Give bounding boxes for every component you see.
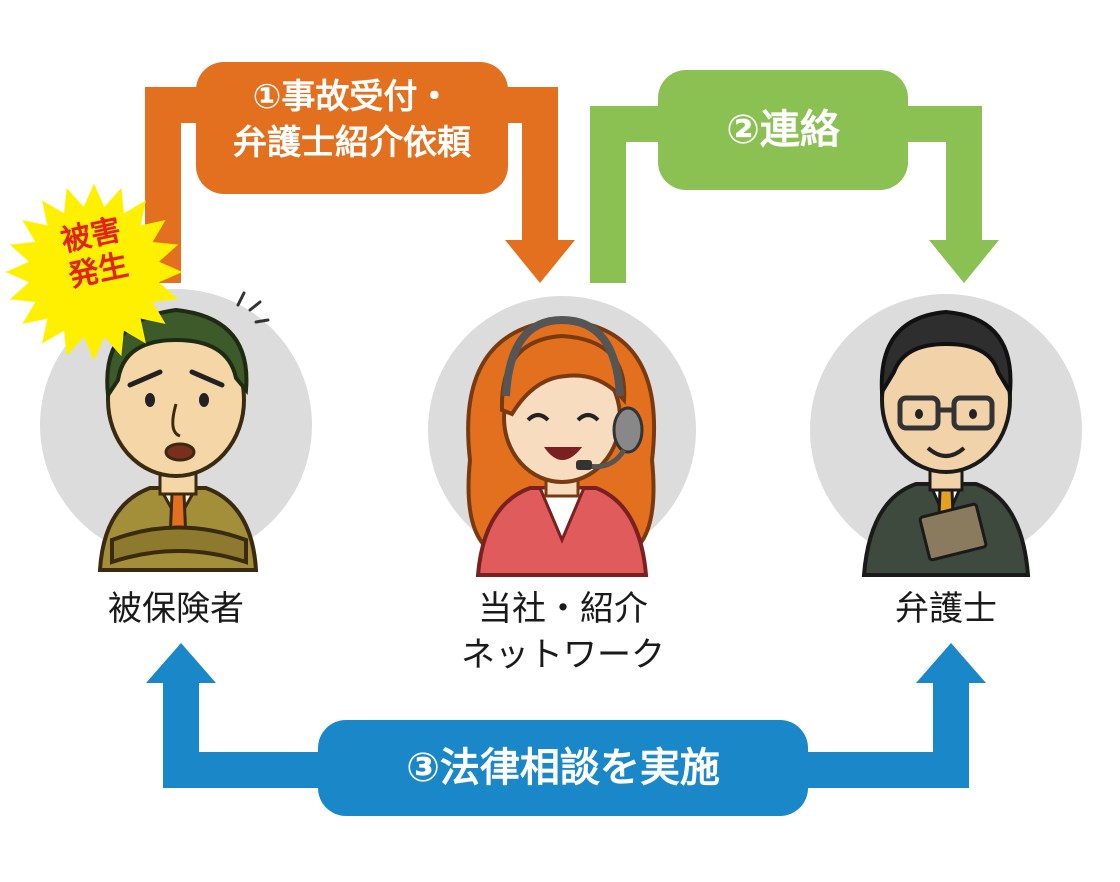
step1-label-line1: ①事故受付・ xyxy=(252,77,452,117)
step3-label-box xyxy=(318,720,808,816)
step3-label: ③法律相談を実施 xyxy=(406,745,720,791)
step2-label: ②連絡 xyxy=(726,107,840,153)
step2-label-box xyxy=(658,70,908,190)
step1-label-box xyxy=(196,62,508,194)
company-label-line1: 当社・紹介 xyxy=(478,589,648,629)
company-illustration xyxy=(428,296,696,577)
lawyer-label: 弁護士 xyxy=(895,589,997,629)
step1-label: ①事故受付・ 弁護士紹介依頼 xyxy=(196,74,508,166)
company-label: 当社・紹介 ネットワーク xyxy=(432,586,694,678)
lawyer-illustration xyxy=(810,294,1082,577)
step1-label-line2: 弁護士紹介依頼 xyxy=(233,123,471,163)
company-label-line2: ネットワーク xyxy=(461,635,665,675)
insured-label: 被保険者 xyxy=(108,589,244,629)
incident-badge xyxy=(5,183,183,361)
insured-illustration xyxy=(40,289,312,572)
